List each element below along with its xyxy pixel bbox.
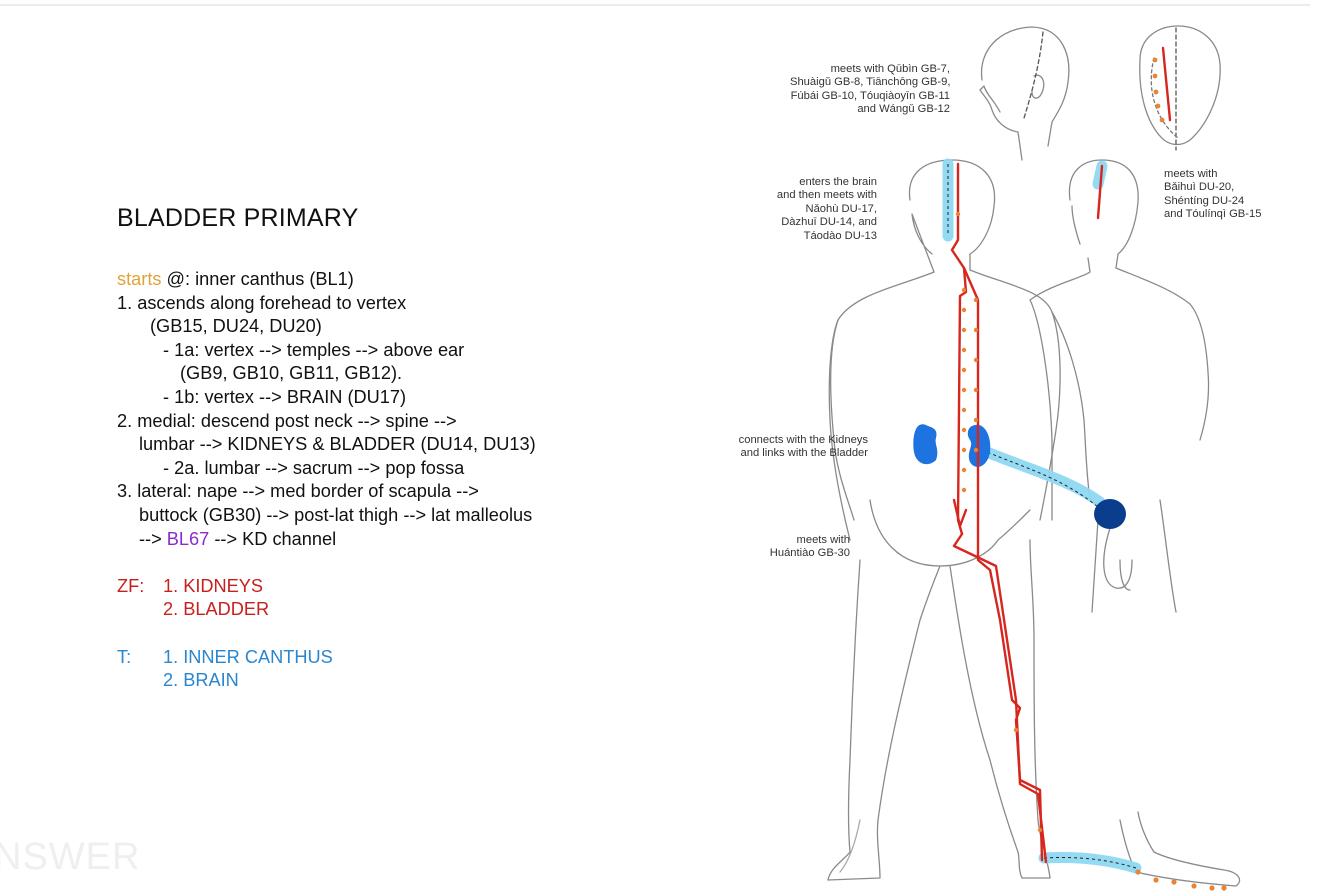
back-head-outline — [908, 159, 996, 273]
step-1: 1. ascends along forehead to vertex — [117, 292, 407, 313]
step-1-points: (GB15, DU24, DU20) — [150, 316, 322, 337]
back-arm-left — [828, 319, 851, 541]
start-text: @: inner canthus (BL1) — [161, 269, 354, 289]
bladder-channel-figure: meets with Qūbìn GB-7, Shuàigǔ GB-8, Tiā… — [700, 0, 1320, 894]
front-head-outline — [1068, 159, 1139, 273]
start-label: starts — [117, 269, 162, 289]
annotation-gb-head: meets with Qūbìn GB-7, Shuàigǔ GB-8, Tiā… — [790, 63, 951, 116]
kidney-left — [913, 424, 938, 465]
zf-item-2: 2. BLADDER — [163, 599, 270, 620]
step-2a: - 2a. lumbar --> sacrum --> pop fossa — [163, 457, 465, 478]
step-3-cont: buttock (GB30) --> post-lat thigh --> la… — [139, 504, 533, 525]
vertex-head-outline — [1139, 25, 1221, 146]
profile-ear — [1031, 74, 1045, 99]
channel-notes: starts @: inner canthus (BL1) 1. ascends… — [117, 268, 536, 693]
annotation-brain: enters the brain and then meets with Nǎo… — [776, 176, 877, 242]
point-bl67: BL67 — [166, 528, 210, 549]
step-3: 3. lateral: nape --> med border of scapu… — [117, 481, 479, 502]
annotation-kidney: connects with the Kidneys and links with… — [738, 434, 868, 460]
zf-label: ZF: — [117, 575, 145, 596]
back-buttocks — [869, 499, 1031, 567]
bladder-pathway — [976, 444, 1106, 508]
channel-profile — [1161, 46, 1172, 122]
channel-lateral — [952, 532, 1048, 864]
back-arm-right — [1051, 311, 1091, 501]
t-label: T: — [117, 646, 132, 667]
zf-item-1: 1. KIDNEYS — [163, 575, 264, 596]
step-2: 2. medial: descend post neck --> spine -… — [117, 410, 457, 431]
zf-line-2: 2. BLADDER — [117, 598, 536, 622]
step-3-end-pre: --> — [139, 528, 167, 549]
zf-line-1: ZF: 1. KIDNEYS — [117, 575, 536, 599]
annotation-du: meets with Bǎihuì DU-20, Shéntíng DU-24 … — [1164, 168, 1262, 221]
foot-pathway — [1038, 852, 1142, 874]
bladder-channel — [950, 46, 1172, 864]
bladder-organ — [1094, 499, 1126, 529]
start-line: starts @: inner canthus (BL1) — [117, 268, 536, 292]
channel-vertex — [950, 162, 968, 536]
back-torso-outline — [830, 269, 1061, 521]
back-leg-right — [949, 539, 1051, 879]
step-2-cont: lumbar --> KIDNEYS & BLADDER (DU14, DU13… — [139, 434, 536, 455]
step-3-end: --> BL67 --> KD channel — [117, 528, 536, 552]
anatomy-illustration — [827, 25, 1241, 891]
back-leg-left — [827, 559, 941, 881]
acupoints — [955, 57, 1227, 891]
annotation-gb30: meets with Huántiào GB-30 — [769, 534, 850, 560]
page-title: BLADDER PRIMARY — [117, 204, 359, 232]
t-item-1: 1. INNER CANTHUS — [163, 646, 333, 667]
step-1a-points: (GB9, GB10, GB11, GB12). — [180, 363, 403, 384]
t-line-2: 2. BRAIN — [117, 669, 536, 693]
foot-outline — [1119, 811, 1241, 887]
step-1a: - 1a: vertex --> temples --> above ear — [163, 339, 465, 360]
channel-medial — [962, 266, 1044, 862]
step-1b: - 1b: vertex --> BRAIN (DU17) — [163, 386, 407, 407]
front-leg-outline — [1091, 499, 1177, 613]
step-3-end-post: --> KD channel — [209, 528, 337, 549]
t-item-2: 2. BRAIN — [163, 670, 239, 691]
profile-head-outline — [979, 26, 1070, 161]
t-line-1: T: 1. INNER CANTHUS — [117, 646, 536, 670]
top-divider — [0, 4, 1310, 6]
channel-front — [1096, 164, 1104, 220]
watermark: NSWER — [0, 836, 141, 878]
